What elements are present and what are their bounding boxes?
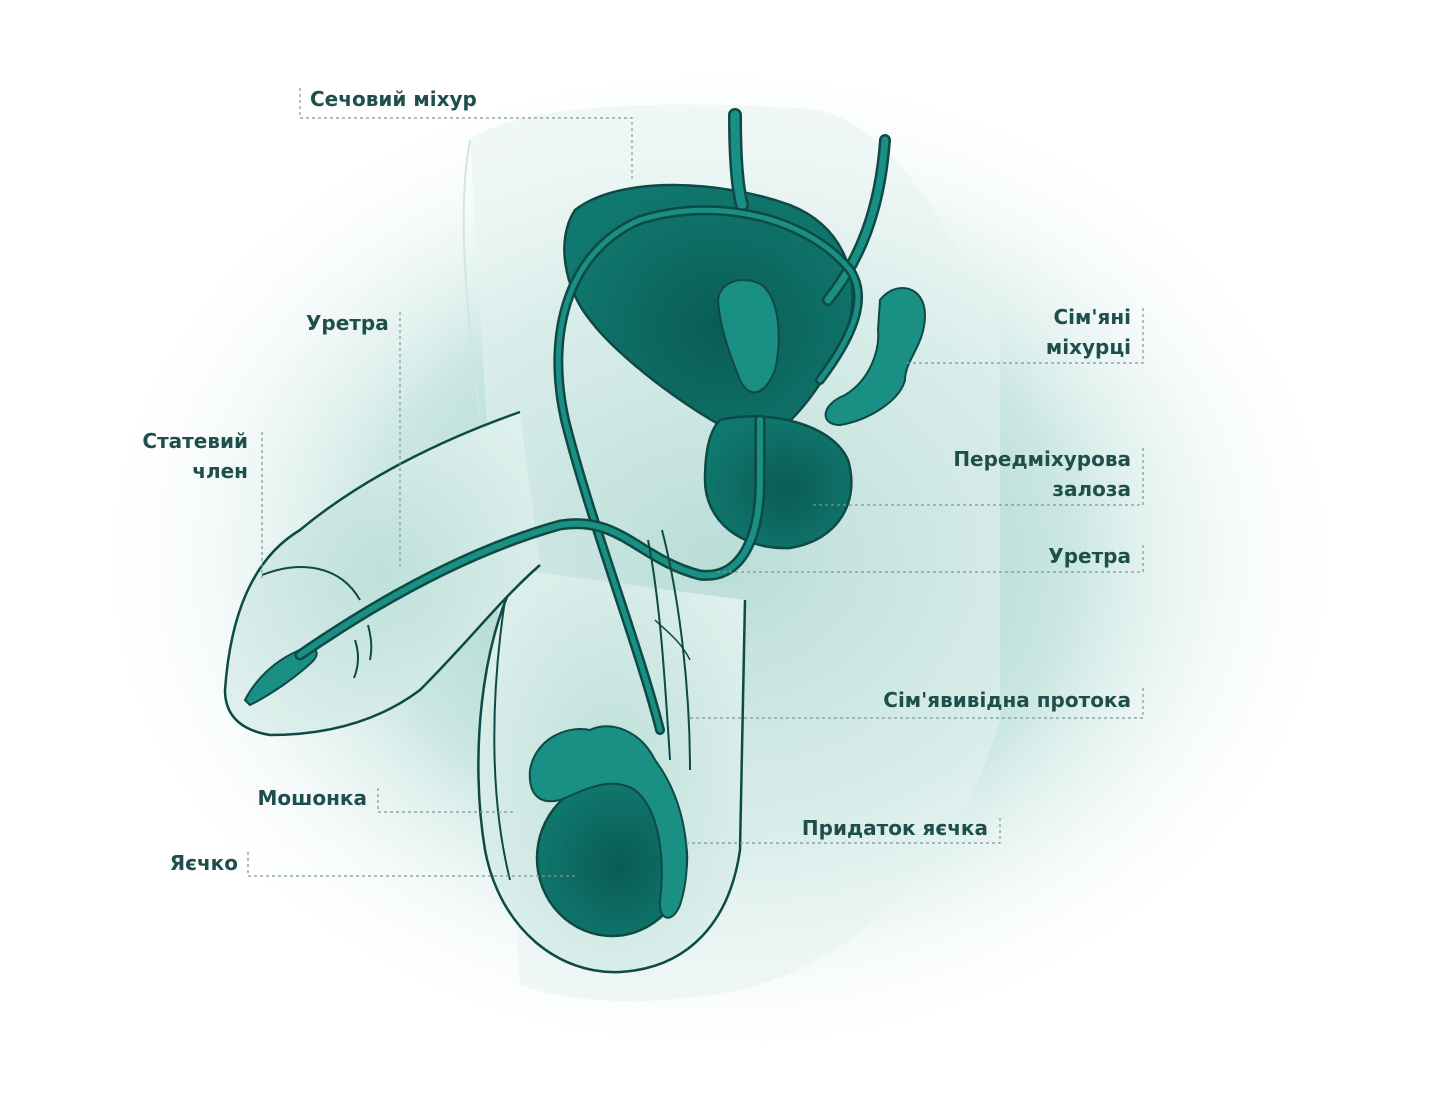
ureter-left-fill [730,110,747,210]
spermatic-cord-1 [647,539,671,761]
epididymis-shape [528,725,688,919]
urethra-opening [243,647,318,707]
leader-scrotum [377,788,515,813]
label-prostate: Передміхурова залоза [940,444,1131,504]
ureter-right-fill [824,136,889,304]
seminal-vesicle-right [824,287,927,427]
label-penis-line1: Статевий [142,429,248,453]
leader-epididymis [685,818,1001,844]
vas-deferens-loop-fill [555,207,861,733]
label-urethra-right: Уретра [1048,544,1131,568]
label-penis-line2: член [192,459,248,483]
glans-fold-1 [353,639,359,679]
label-seminal-line2: міхурці [1045,335,1131,359]
spermatic-cord-2 [661,529,691,771]
label-prostate-line1: Передміхурова [953,447,1131,471]
leader-testicle [247,852,575,877]
leader-prostate [810,448,1144,506]
leader-vas [690,688,1144,719]
label-scrotum: Мошонка [257,786,367,810]
leader-lines [247,88,1144,877]
leader-urethra-right [715,545,1144,573]
label-seminal-vesicles: Сім'яні міхурці [1020,302,1131,362]
label-prostate-line2: залоза [1052,477,1131,501]
prostate-shape [703,415,853,550]
label-seminal-line1: Сім'яні [1053,305,1131,329]
label-vas-deferens: Сім'явивідна протока [883,688,1131,712]
label-penis: Статевий член [130,426,248,486]
leader-bladder [299,88,633,180]
urethra-channel-fill [297,417,763,658]
glans-crease [261,566,361,601]
scrotum-inner-line [493,599,511,881]
abdomen-edge [462,139,481,421]
glans-fold-2 [367,624,373,661]
seminal-vesicle-inner [716,279,780,394]
leader-seminal [905,308,1144,364]
spermatic-cord-3 [654,619,691,661]
label-testicle: Яєчко [169,851,238,875]
label-urethra-left: Уретра [306,311,389,335]
label-bladder: Сечовий міхур [310,87,477,111]
label-epididymis: Придаток яєчка [801,816,988,840]
